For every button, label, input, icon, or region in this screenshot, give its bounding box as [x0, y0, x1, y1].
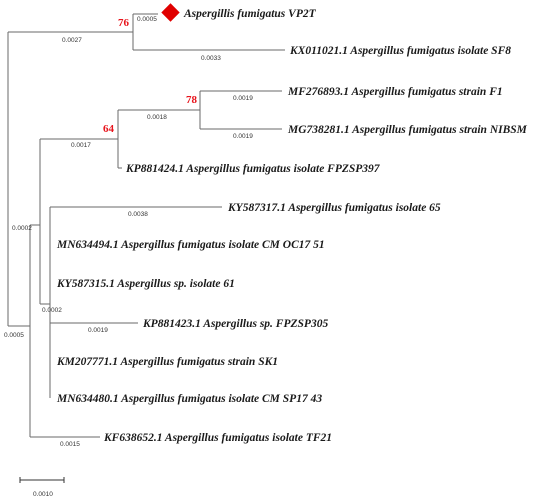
- branch-length-labels: 0.0005 0.0027 0.0033 0.0019 0.0018 0.001…: [4, 16, 253, 448]
- taxon-label-i61: KY587315.1 Aspergillus sp. isolate 61: [56, 278, 235, 290]
- taxon-label-tf21: KF638652.1 Aspergillus fumigatus isolate…: [103, 432, 332, 444]
- scale-bar: 0.0010: [19, 477, 65, 498]
- branch-length-tf21: 0.0015: [60, 441, 80, 448]
- branch-length-f1-nibsm-clade: 0.0018: [147, 114, 167, 121]
- bootstrap-76: 76: [118, 17, 130, 29]
- taxon-labels: Aspergillis fumigatus VP2T KX011021.1 As…: [56, 8, 528, 444]
- taxon-label-sf8: KX011021.1 Aspergillus fumigatus isolate…: [289, 45, 511, 57]
- branch-length-fpzsp305: 0.0019: [88, 327, 108, 334]
- branch-length-middle: 0.0002: [12, 225, 32, 232]
- taxon-label-sk1: KM207771.1 Aspergillus fumigatus strain …: [56, 356, 278, 368]
- bootstrap-values: 76 78 64: [103, 17, 198, 135]
- scale-bar-label: 0.0010: [33, 491, 53, 498]
- red-diamond-icon: [161, 3, 180, 22]
- branch-length-64-clade: 0.0017: [71, 142, 91, 149]
- branch-length-nibsm: 0.0019: [233, 133, 253, 140]
- branch-length-top-clade: 0.0027: [62, 37, 82, 44]
- taxon-label-cmoc: MN634494.1 Aspergillus fumigatus isolate…: [56, 239, 325, 251]
- taxon-label-f1: MF276893.1 Aspergillus fumigatus strain …: [287, 86, 503, 98]
- taxon-label-i65: KY587317.1 Aspergillus fumigatus isolate…: [227, 202, 441, 214]
- bootstrap-78: 78: [186, 94, 198, 106]
- bootstrap-64: 64: [103, 123, 115, 135]
- taxon-label-fpzsp305: KP881423.1 Aspergillus sp. FPZSP305: [142, 318, 328, 330]
- branch-length-f1: 0.0019: [233, 95, 253, 102]
- taxon-label-nibsm: MG738281.1 Aspergillus fumigatus strain …: [287, 124, 528, 136]
- taxon-label-vp2t: Aspergillis fumigatus VP2T: [183, 8, 317, 20]
- branch-length-inner: 0.0002: [42, 307, 62, 314]
- branch-length-lower: 0.0005: [4, 332, 24, 339]
- branch-length-i65: 0.0038: [128, 211, 148, 218]
- branch-length-vp2t: 0.0005: [137, 16, 157, 23]
- tree-branches: [7, 13, 285, 438]
- branch-length-sf8: 0.0033: [201, 55, 221, 62]
- taxon-label-cmsp: MN634480.1 Aspergillus fumigatus isolate…: [56, 393, 322, 405]
- taxon-label-fpzsp397: KP881424.1 Aspergillus fumigatus isolate…: [125, 163, 381, 175]
